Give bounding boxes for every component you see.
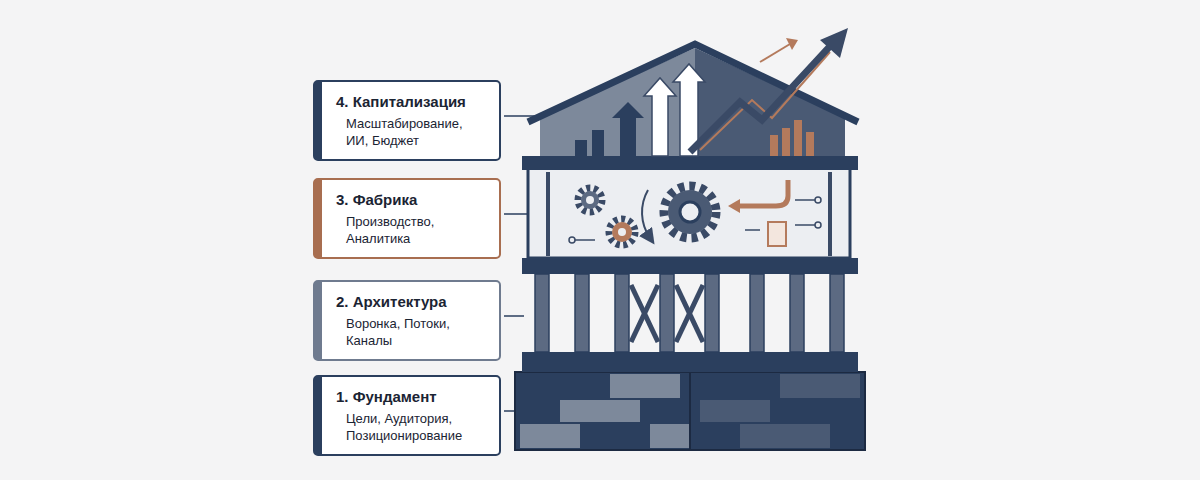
- box-body: Масштабирование, ИИ, Бюджет: [336, 115, 487, 149]
- label-box: 3. ФабрикаПроизводство, Аналитика: [313, 178, 501, 259]
- label-box: 2. АрхитектураВоронка, Потоки, Каналы: [313, 280, 501, 361]
- label-box: 1. ФундаментЦели, Аудитория, Позициониро…: [313, 375, 501, 456]
- box-heading: 1. Фундамент: [336, 387, 487, 406]
- box-body: Цели, Аудитория, Позиционирование: [336, 410, 487, 444]
- label-box: 4. КапитализацияМасштабирование, ИИ, Бюд…: [313, 80, 501, 161]
- box-body: Воронка, Потоки, Каналы: [336, 315, 487, 349]
- box-heading: 3. Фабрика: [336, 190, 487, 209]
- factory: [522, 156, 858, 258]
- roof: [528, 28, 858, 156]
- box-heading: 2. Архитектура: [336, 292, 487, 311]
- box-heading: 4. Капитализация: [336, 92, 487, 111]
- foundation: [515, 372, 865, 450]
- box-body: Производство, Аналитика: [336, 213, 487, 247]
- columns: [522, 258, 858, 372]
